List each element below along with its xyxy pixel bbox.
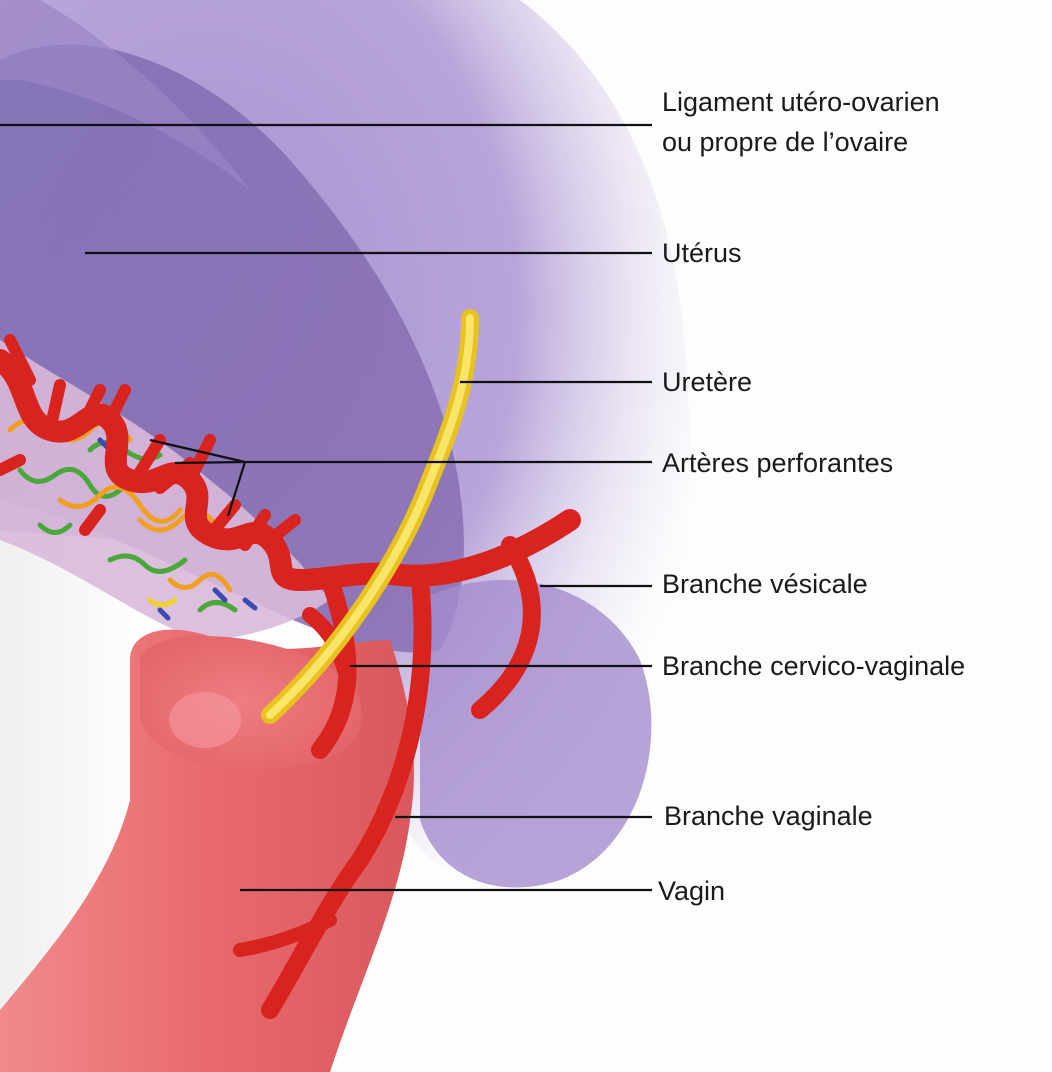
- uterus-lower-lobe: [420, 580, 652, 888]
- uterus-top-band: [0, 0, 250, 190]
- cervix-highlight: [169, 692, 241, 748]
- label-branche-cervico-vaginale: Branche cervico-vaginale: [662, 651, 966, 681]
- label-branche-vesicale: Branche vésicale: [662, 569, 868, 599]
- label-ligament-line1: Ligament utéro-ovarien: [662, 87, 940, 117]
- leader-lines: [0, 123, 652, 892]
- label-ligament-line2: ou propre de l’ovaire: [662, 127, 909, 157]
- label-uterus: Utérus: [662, 238, 742, 268]
- label-ligament: Ligament utéro-ovarien ou propre de l’ov…: [662, 82, 940, 162]
- label-arteres-perforantes: Artères perforantes: [662, 448, 894, 478]
- label-vagin: Vagin: [658, 876, 726, 906]
- label-branche-vaginale: Branche vaginale: [664, 801, 873, 831]
- label-uretere: Uretère: [662, 367, 753, 397]
- ureter-highlight: [266, 314, 474, 719]
